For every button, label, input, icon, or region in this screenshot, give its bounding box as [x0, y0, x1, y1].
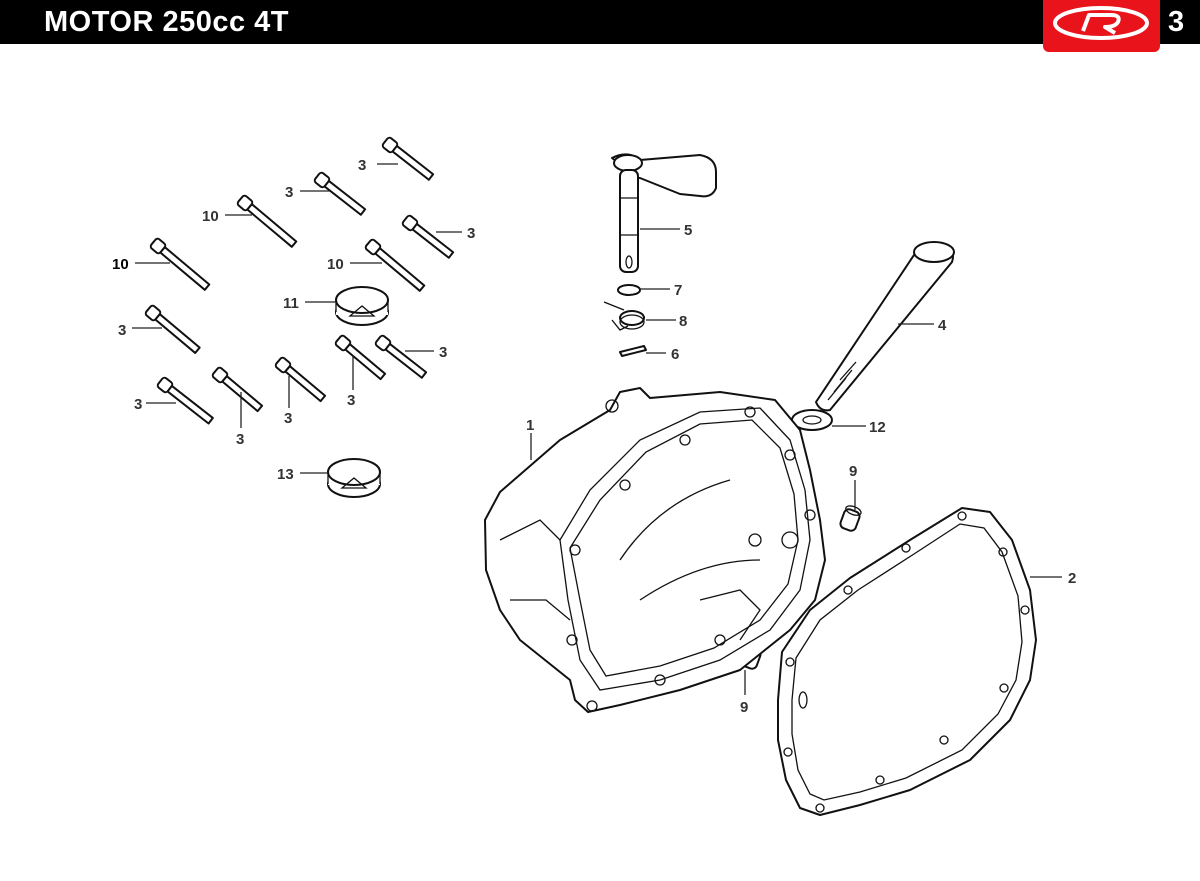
brand-logo [1043, 0, 1160, 52]
shift-shaft-5 [611, 153, 717, 273]
bolt [334, 334, 387, 381]
callout-3: 3 [358, 157, 366, 174]
bolt [274, 356, 327, 403]
bolt [381, 136, 435, 181]
page-title: MOTOR 250cc 4T [44, 6, 290, 38]
bolt [211, 366, 264, 413]
callout-9: 9 [740, 699, 748, 716]
callout-9: 9 [849, 463, 857, 480]
callout-3: 3 [118, 322, 126, 339]
leader-lines [132, 163, 1062, 695]
callout-10: 10 [327, 256, 344, 273]
dowel-pin-9-upper [839, 505, 862, 532]
callout-6: 6 [671, 346, 679, 363]
callout-10: 10 [112, 256, 129, 273]
rubber-plug-13 [327, 458, 381, 498]
callout-2: 2 [1068, 570, 1076, 587]
callout-3: 3 [285, 184, 293, 201]
bolt [364, 238, 426, 292]
rubber-plug-11 [335, 286, 389, 326]
callout-3: 3 [347, 392, 355, 409]
rieju-r-logo-icon [1053, 6, 1149, 40]
callout-3: 3 [439, 344, 447, 361]
cover-gasket-2 [777, 507, 1037, 816]
bolt [401, 214, 455, 259]
washer-7 [617, 284, 641, 296]
callout-3: 3 [467, 225, 475, 242]
callout-11: 11 [283, 295, 299, 312]
callout-5: 5 [684, 222, 692, 239]
callout-3: 3 [284, 410, 292, 427]
callout-13: 13 [277, 466, 294, 483]
callout-3: 3 [236, 431, 244, 448]
callout-8: 8 [679, 313, 687, 330]
bolt [144, 304, 201, 354]
header-bar [0, 0, 1200, 44]
callout-1: 1 [526, 417, 534, 434]
bolt [374, 334, 428, 379]
callout-4: 4 [938, 317, 947, 334]
oil-dipstick-4 [815, 241, 955, 412]
spring-8 [603, 301, 645, 331]
callout-12: 12 [869, 419, 886, 436]
pin-6 [619, 345, 647, 357]
callout-10: 10 [202, 208, 219, 225]
bolt [149, 237, 211, 291]
callout-3: 3 [134, 396, 142, 413]
callout-7: 7 [674, 282, 682, 299]
bolt [313, 171, 367, 216]
bolt-group [144, 136, 455, 425]
bolt [156, 376, 214, 425]
bolt [236, 194, 298, 248]
crankcase-cover-1 [484, 387, 826, 713]
callout-labels: 3 3 10 3 10 10 11 3 3 3 3 3 3 3 3 13 5 7… [112, 157, 1076, 716]
page-number: 3 [1168, 6, 1185, 38]
